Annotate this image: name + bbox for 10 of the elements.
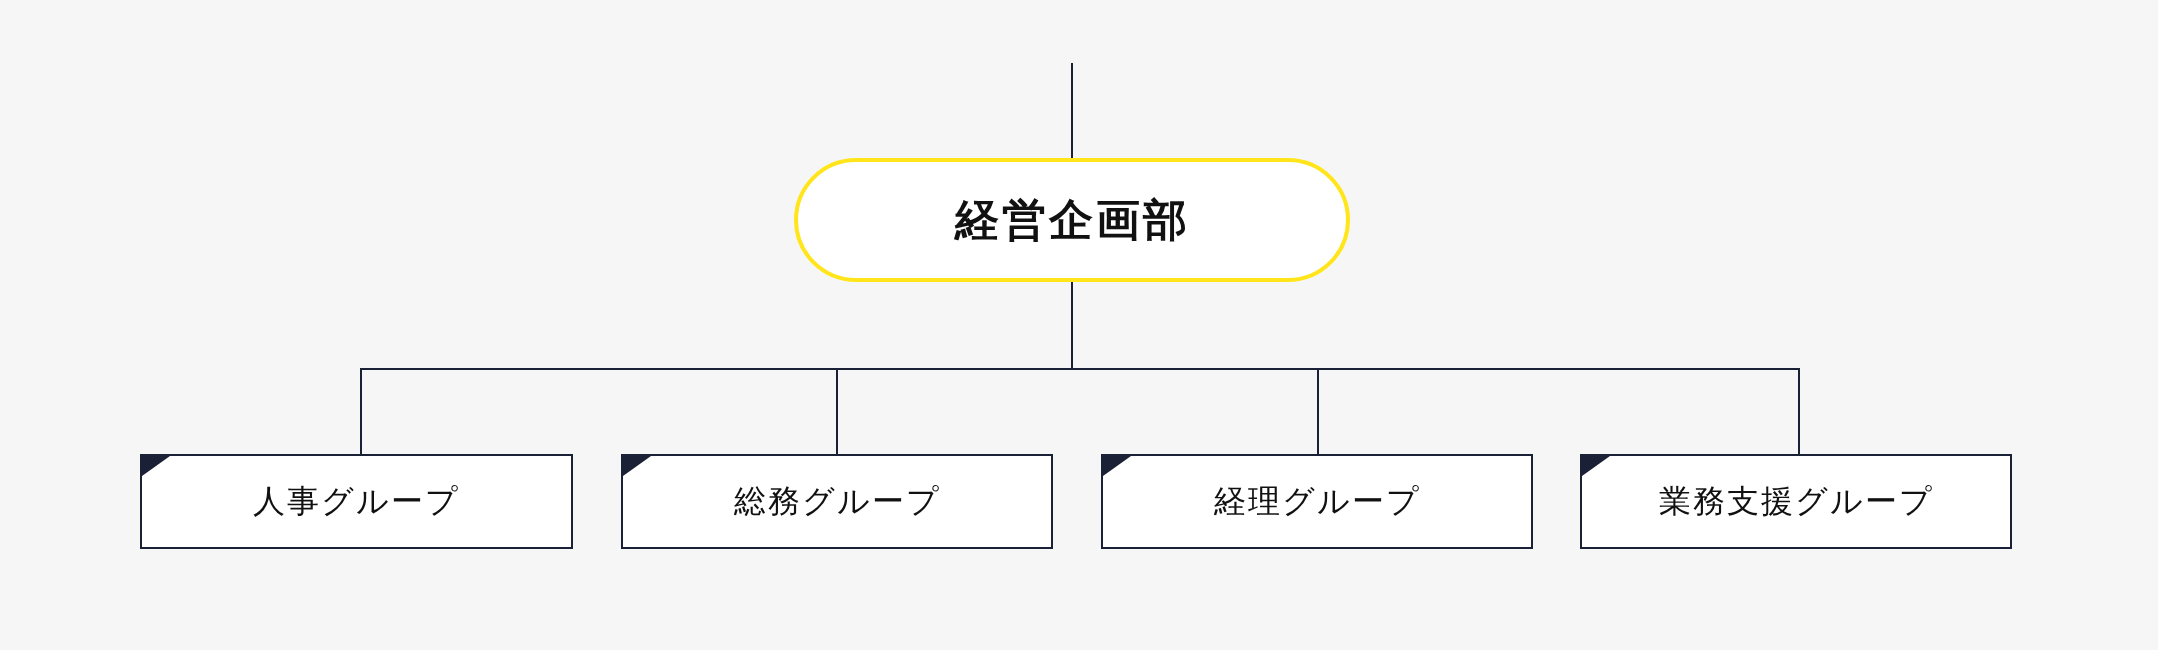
group-box (621, 454, 1053, 549)
connector-line (1071, 62, 1073, 159)
group-name: 経理グループ (1213, 480, 1421, 522)
department-name: 経営企画部 (954, 192, 1190, 247)
group-name: 業務支援グループ (1658, 480, 1934, 522)
group-name: 総務グループ (733, 480, 941, 522)
group-box (140, 454, 573, 549)
group-name: 人事グループ (253, 480, 460, 522)
group-box (1580, 454, 2012, 549)
group-box (1101, 454, 1533, 549)
